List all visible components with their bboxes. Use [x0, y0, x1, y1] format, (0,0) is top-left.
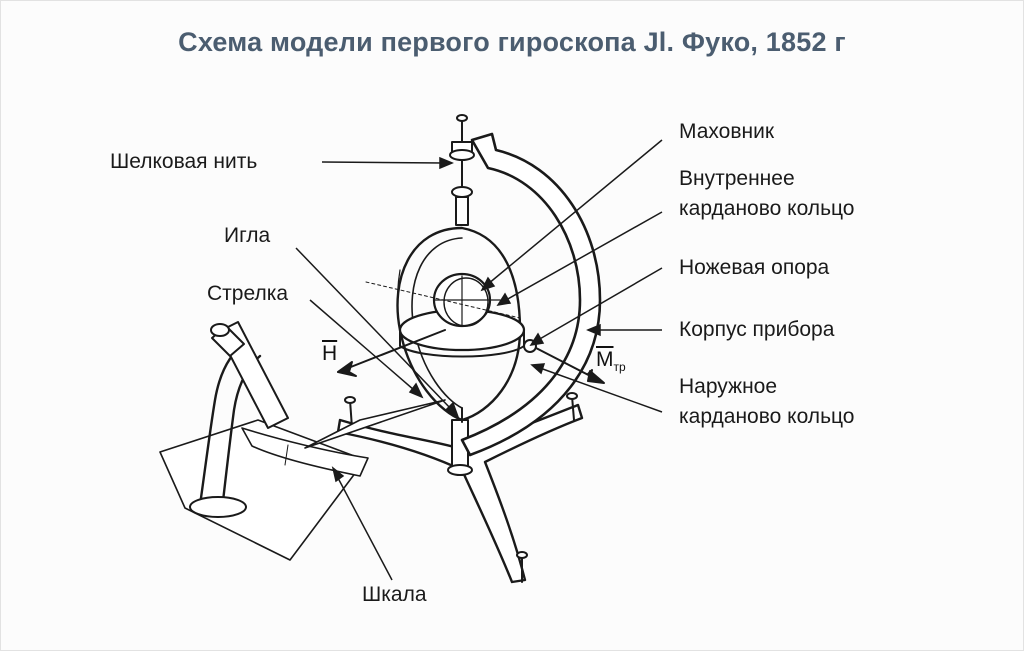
label-needle: Игла: [224, 224, 271, 247]
microscope-base: [189, 496, 247, 518]
h-vector: [337, 329, 446, 373]
label-flywheel: Маховник: [679, 120, 775, 143]
label-knife-support: Ножевая опора: [679, 256, 830, 279]
label-outer-gimbal-line1: Наружное: [679, 375, 778, 398]
label-inner-gimbal-line1: Внутреннее: [679, 167, 795, 190]
symbol-m-letter: M: [596, 348, 614, 371]
figure-title: Схема модели первого гироскопа Jl. Фуко,…: [178, 27, 846, 57]
symbol-h: H: [322, 342, 337, 366]
label-housing: Корпус прибора: [679, 318, 835, 341]
symbol-mtr: Mтр: [596, 348, 626, 374]
symbol-h-letter: H: [322, 342, 338, 365]
housing-frame: [460, 132, 602, 457]
label-pointer: Стрелка: [207, 282, 289, 305]
label-outer-gimbal-line2: карданово кольцо: [679, 405, 855, 428]
label-silk-thread: Шелковая нить: [110, 150, 258, 173]
scale-arc: [241, 427, 369, 477]
label-inner-gimbal-line2: карданово кольцо: [679, 197, 855, 220]
pointer: [304, 399, 446, 449]
label-scale: Шкала: [362, 583, 427, 606]
symbol-m-subscript: тр: [613, 360, 626, 375]
